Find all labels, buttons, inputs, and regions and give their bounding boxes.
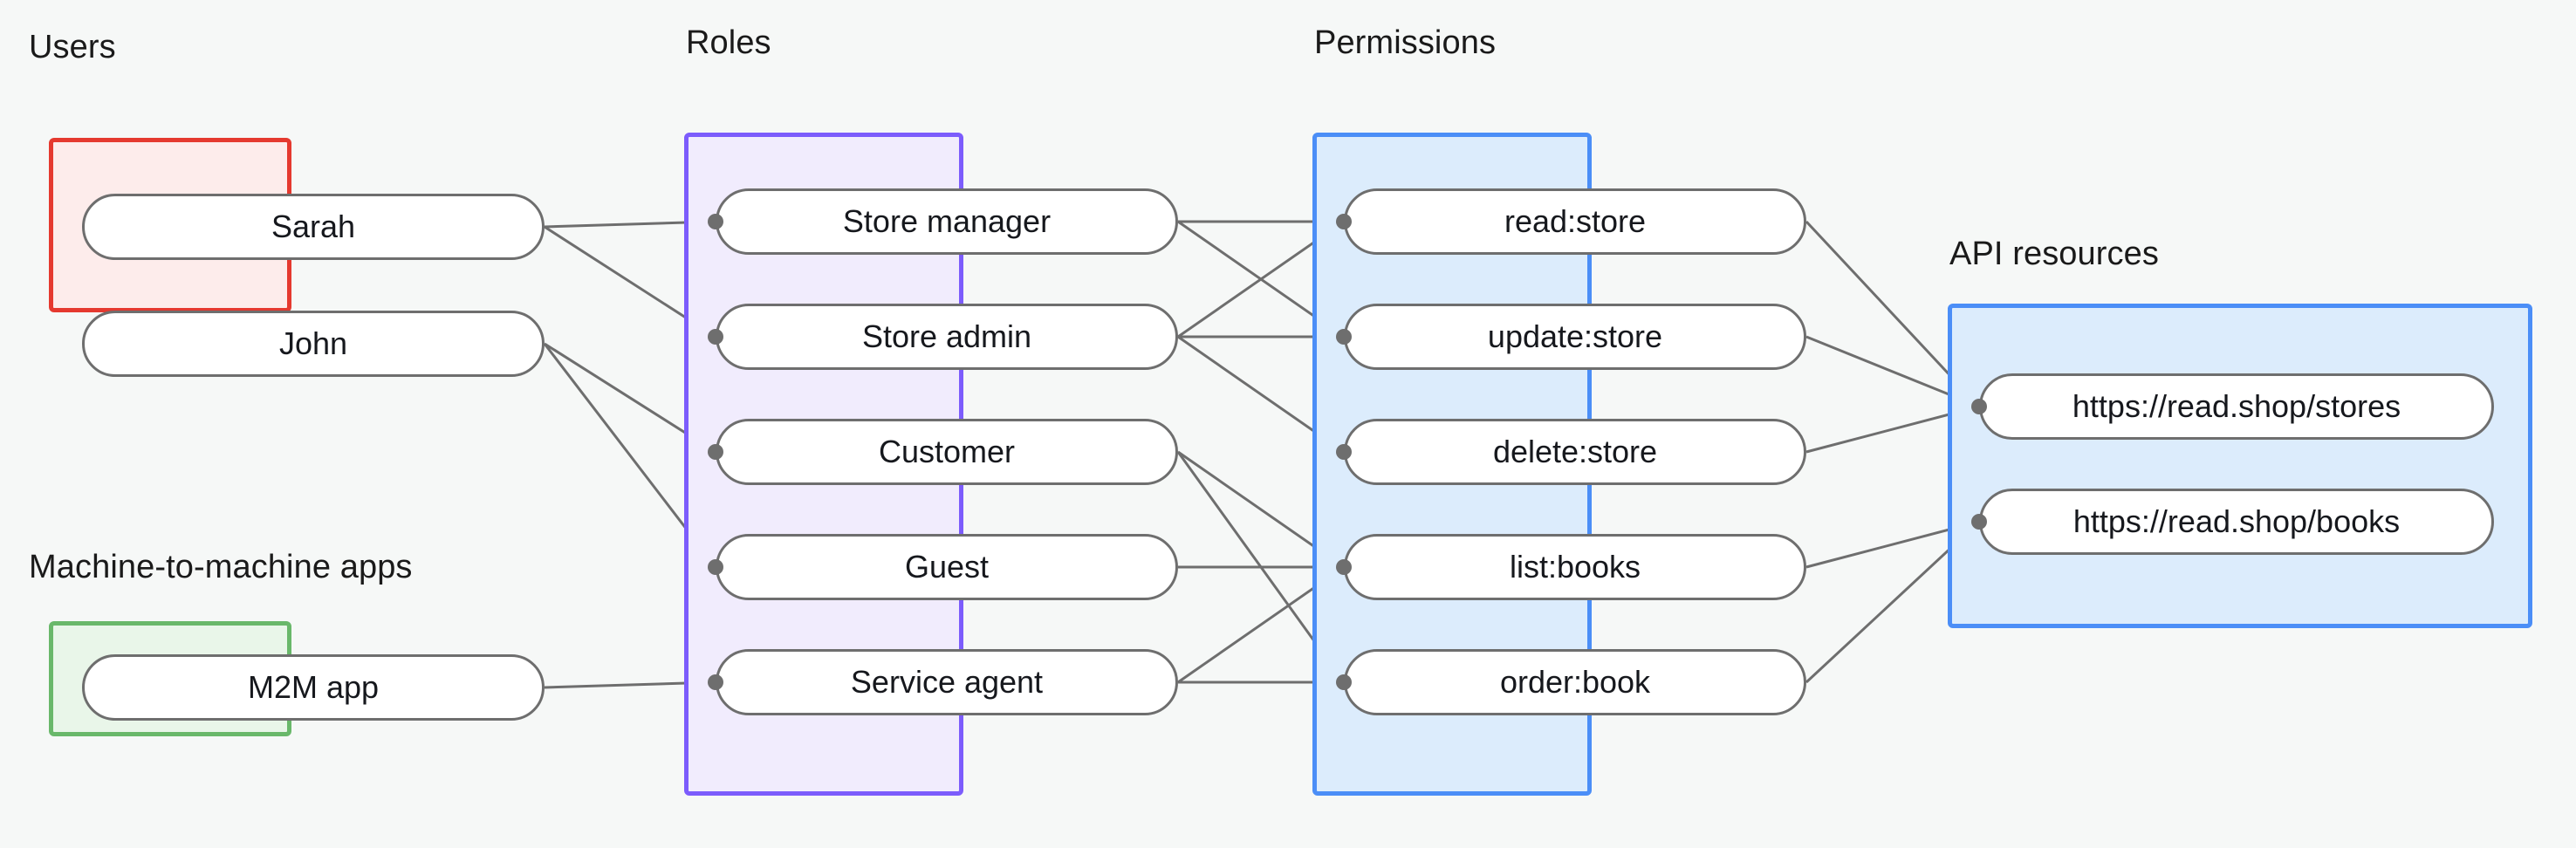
node-label-list_books: list:books	[1509, 549, 1641, 585]
node-label-update_store: update:store	[1487, 318, 1663, 354]
node-list_books[interactable]: list:books	[1344, 534, 1806, 600]
node-label-res_stores: https://read.shop/stores	[2072, 388, 2401, 424]
group-title-permissions: Permissions	[1314, 24, 1497, 61]
node-label-sarah: Sarah	[271, 209, 356, 244]
group-title-users: Users	[29, 29, 116, 65]
port-service_agent	[708, 674, 723, 690]
node-label-store_admin: Store admin	[861, 318, 1032, 354]
port-delete_store	[1336, 444, 1352, 460]
node-label-john: John	[278, 325, 348, 361]
group-title-roles: Roles	[686, 24, 771, 61]
port-res_books	[1971, 514, 1987, 530]
port-order_book	[1336, 674, 1352, 690]
port-store_manager	[708, 214, 723, 229]
node-label-store_manager: Store manager	[842, 203, 1052, 239]
node-read_store[interactable]: read:store	[1344, 188, 1806, 255]
port-read_store	[1336, 214, 1352, 229]
node-order_book[interactable]: order:book	[1344, 649, 1806, 715]
node-res_books[interactable]: https://read.shop/books	[1979, 489, 2494, 555]
node-label-read_store: read:store	[1504, 203, 1647, 239]
node-label-order_book: order:book	[1499, 664, 1651, 700]
node-label-customer: Customer	[878, 434, 1016, 469]
node-label-delete_store: delete:store	[1492, 434, 1658, 469]
node-label-guest: Guest	[904, 549, 990, 585]
port-list_books	[1336, 559, 1352, 575]
group-title-m2m: Machine-to-machine apps	[29, 549, 413, 585]
node-service_agent[interactable]: Service agent	[716, 649, 1178, 715]
node-delete_store[interactable]: delete:store	[1344, 419, 1806, 485]
node-res_stores[interactable]: https://read.shop/stores	[1979, 373, 2494, 440]
node-sarah[interactable]: Sarah	[82, 194, 545, 260]
node-store_admin[interactable]: Store admin	[716, 304, 1178, 370]
node-guest[interactable]: Guest	[716, 534, 1178, 600]
port-res_stores	[1971, 399, 1987, 414]
node-label-m2mapp: M2M app	[247, 669, 380, 705]
port-guest	[708, 559, 723, 575]
node-label-service_agent: Service agent	[850, 664, 1044, 700]
node-john[interactable]: John	[82, 311, 545, 377]
node-store_manager[interactable]: Store manager	[716, 188, 1178, 255]
node-m2mapp[interactable]: M2M app	[82, 654, 545, 721]
node-update_store[interactable]: update:store	[1344, 304, 1806, 370]
node-label-res_books: https://read.shop/books	[2072, 503, 2401, 539]
port-update_store	[1336, 329, 1352, 345]
port-store_admin	[708, 329, 723, 345]
group-title-api_resources: API resources	[1949, 236, 2159, 272]
node-customer[interactable]: Customer	[716, 419, 1178, 485]
port-customer	[708, 444, 723, 460]
group-api_resources	[1948, 304, 2532, 628]
